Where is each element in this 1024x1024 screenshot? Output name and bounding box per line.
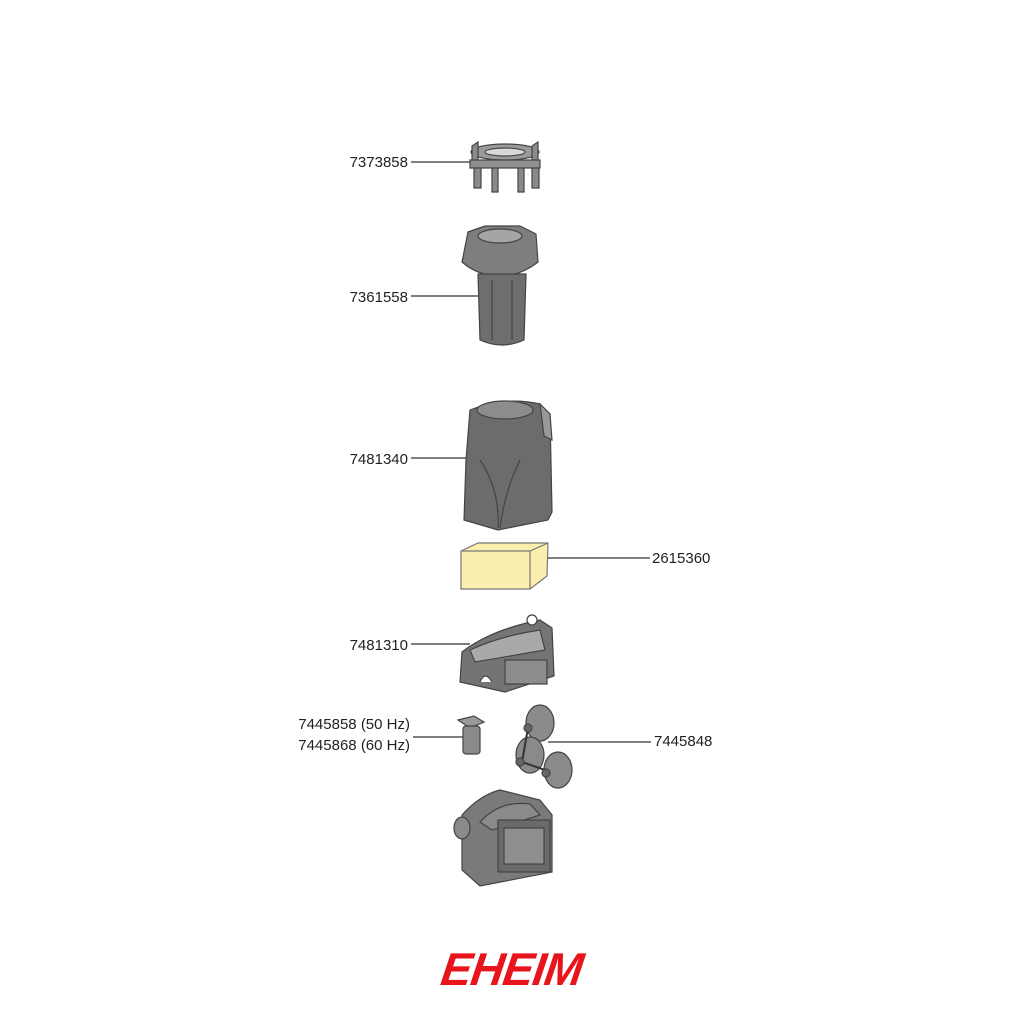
pump-motor-part <box>453 789 553 887</box>
part-number-label: 7445858 (50 Hz) <box>298 716 410 733</box>
base-cover-part <box>459 614 555 693</box>
impeller-housing-part <box>461 225 539 346</box>
part-number-label: 7445848 <box>654 733 713 750</box>
suction-cups-part <box>515 704 573 789</box>
part-number-label: 7481340 <box>349 451 408 468</box>
part-number-label: 2615360 <box>652 550 711 567</box>
impeller-part <box>456 715 486 755</box>
eheim-logo: EHEIM <box>438 943 586 995</box>
clip-part <box>469 140 541 193</box>
filter-casing-part <box>463 400 553 531</box>
part-number-label: 7481310 <box>349 637 408 654</box>
filter-sponge-part <box>460 542 549 590</box>
part-number-label: 7361558 <box>349 289 408 306</box>
part-number-label: 7445868 (60 Hz) <box>298 737 410 754</box>
part-number-label: 7373858 <box>349 154 408 171</box>
